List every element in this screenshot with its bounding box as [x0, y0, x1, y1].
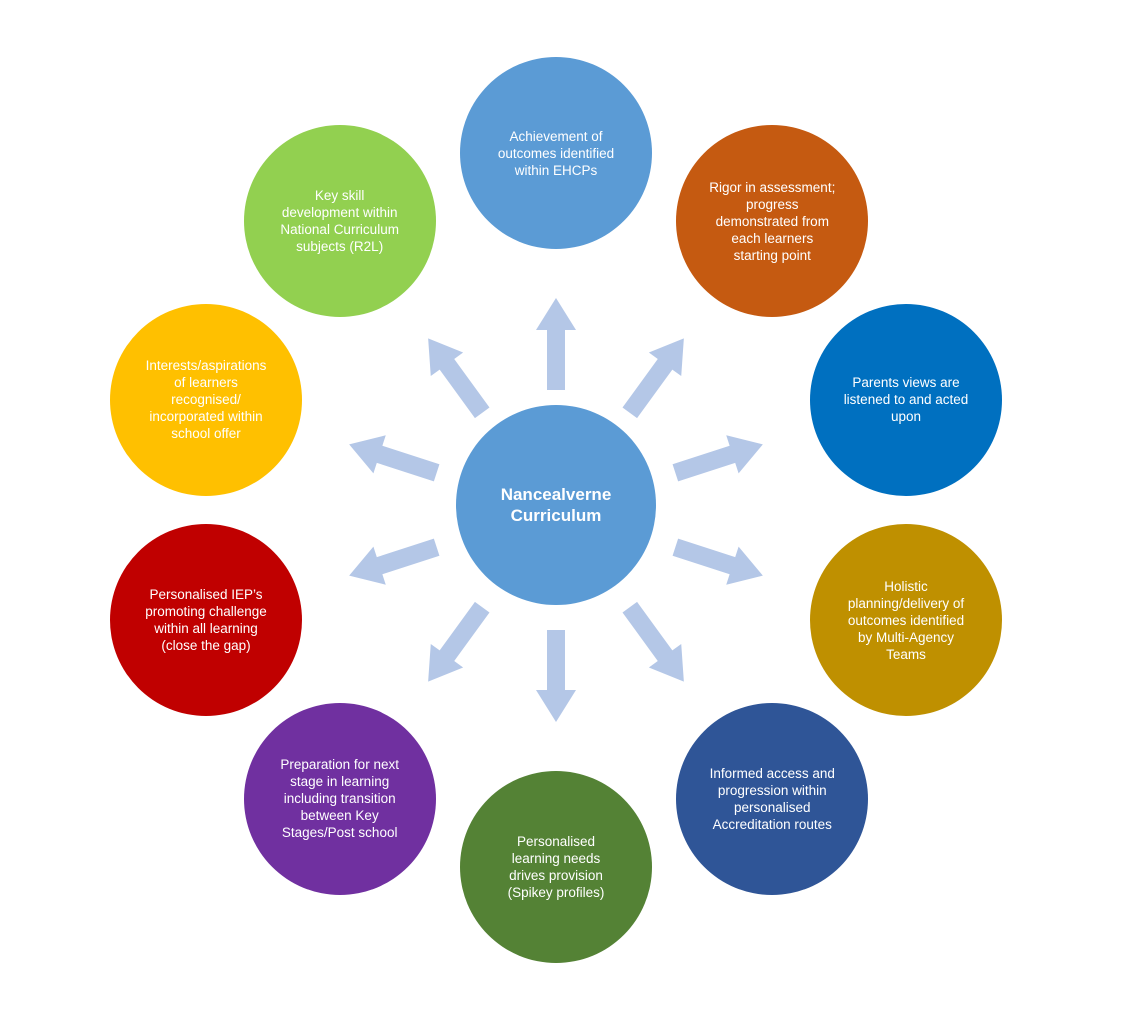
arrow-shape — [349, 435, 440, 482]
node-key-skill: Key skill development within National Cu… — [243, 125, 436, 318]
node-label: Key skill development within National Cu… — [280, 188, 399, 255]
node-label: Parents views are listened to and acted … — [843, 375, 969, 425]
node-label: Personalised learning needs drives provi… — [507, 833, 605, 900]
arrow-shape — [622, 338, 684, 419]
center-circle: Nancealverne Curriculum — [456, 405, 656, 605]
arrow-shape — [622, 601, 684, 682]
node-interests-aspirations: Interests/aspirations of learners recogn… — [110, 303, 302, 496]
node-preparation-next-stage: Preparation for next stage in learning i… — [243, 702, 436, 895]
node-informed-access: Informed access and progression within p… — [676, 702, 869, 895]
arrow-shape — [672, 435, 763, 482]
arrow-shape — [349, 538, 440, 585]
node-holistic-planning: Holistic planning/delivery of outcomes i… — [809, 524, 1002, 717]
arrow-shape — [428, 601, 490, 682]
center-label: Nancealverne Curriculum — [500, 485, 612, 525]
node-label: Rigor in assessment; progress demonstrat… — [709, 179, 836, 263]
node-label: Interests/aspirations of learners recogn… — [145, 358, 267, 442]
arrow-shape — [428, 338, 490, 419]
node-label: Personalised IEP’s promoting challenge w… — [145, 587, 267, 654]
node-label: Achievement of outcomes identified withi… — [497, 128, 615, 178]
node-ehcp-outcomes: Achievement of outcomes identified withi… — [460, 57, 652, 250]
arrow-shape — [536, 298, 576, 391]
node-label: Informed access and progression within p… — [709, 765, 835, 832]
node-parents-views: Parents views are listened to and acted … — [809, 303, 1002, 496]
node-label: Preparation for next stage in learning i… — [280, 757, 399, 841]
node-label: Holistic planning/delivery of outcomes i… — [847, 578, 965, 662]
arrow-shape — [672, 538, 763, 585]
node-rigor-assessment: Rigor in assessment; progress demonstrat… — [676, 125, 869, 318]
node-personalised-iep: Personalised IEP’s promoting challenge w… — [110, 524, 302, 717]
arrow-shape — [536, 629, 576, 722]
node-personalised-learning: Personalised learning needs drives provi… — [460, 770, 652, 963]
